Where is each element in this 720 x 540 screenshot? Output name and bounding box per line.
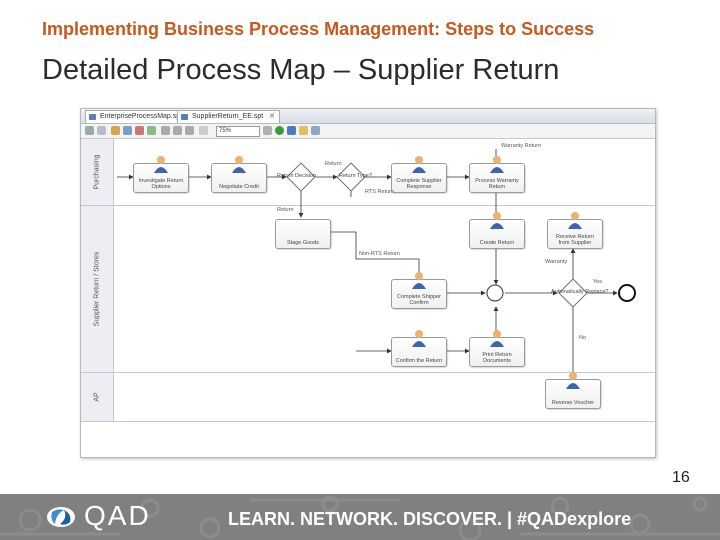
task-investigate-return[interactable]: Investigate Return Options <box>133 156 189 193</box>
process-canvas[interactable]: Purchasing Supplier Return / Stores AP <box>81 139 655 457</box>
gateway-return-decision[interactable] <box>286 162 316 192</box>
lane-header-purchasing: Purchasing <box>81 139 114 206</box>
task-complete-supplier-response[interactable]: Complete Supplier Response <box>391 156 447 193</box>
task-label: Create Return <box>479 240 515 246</box>
edge-label: No <box>579 335 587 341</box>
align-right-icon[interactable] <box>185 126 194 135</box>
user-task-icon <box>232 156 246 173</box>
intermediate-event[interactable] <box>486 284 504 302</box>
task-reverse-voucher[interactable]: Reverse Voucher <box>545 372 601 409</box>
lane-divider <box>113 421 655 422</box>
qad-brand: QAD <box>84 500 151 531</box>
flow <box>329 231 422 280</box>
process-file-icon <box>181 114 188 120</box>
slide-title: Detailed Process Map – Supplier Return <box>42 54 560 86</box>
process-editor-screenshot: EnterpriseProcessMap.spt SupplierReturn_… <box>80 108 656 458</box>
select-tool-icon[interactable] <box>85 126 94 135</box>
task-complete-shipper-confirm[interactable]: Complete Shipper Confirm <box>391 272 447 309</box>
zoom-select[interactable]: 75% <box>216 126 260 137</box>
edge-label: Return <box>277 207 294 213</box>
edge-label: Warranty Return <box>501 143 542 149</box>
gateway-return-type[interactable] <box>336 162 366 192</box>
lane-divider <box>113 205 655 206</box>
marquee-tool-icon[interactable] <box>97 126 106 135</box>
task-process-warranty-return[interactable]: Process Warranty Return <box>469 156 525 193</box>
task-label: Negotiate Credit <box>219 184 259 190</box>
task-label: Print Return Documents <box>482 352 512 364</box>
align-left-icon[interactable] <box>161 126 170 135</box>
task-print-return-documents[interactable]: Print Return Documents <box>469 330 525 367</box>
gateway-label: Return Decision <box>277 173 317 179</box>
settings-icon[interactable] <box>287 126 296 135</box>
footer-bar <box>0 494 720 540</box>
task-create-return[interactable]: Create Return <box>469 212 525 249</box>
properties-icon[interactable] <box>311 126 320 135</box>
qad-logo-icon <box>47 507 75 527</box>
task-confirm-the-return[interactable]: Confirm the Return <box>391 330 447 367</box>
footer-gears-pattern <box>0 495 720 540</box>
lane-header-ap: AP <box>81 373 114 422</box>
edge-label: Yes <box>593 279 602 285</box>
user-task-icon <box>566 372 580 389</box>
edge-label: Return <box>325 161 342 167</box>
validate-icon[interactable] <box>275 126 284 135</box>
slide-subtitle: Implementing Business Process Management… <box>42 19 595 39</box>
task-label: Confirm the Return <box>395 358 443 364</box>
zoom-icon[interactable] <box>199 126 208 135</box>
editor-toolbar: 75% <box>81 124 655 139</box>
task-label: Reverse Voucher <box>551 400 595 406</box>
tab-enterprise-process-map[interactable]: EnterpriseProcessMap.spt <box>85 110 188 123</box>
task-label: Receive Return from Supplier <box>556 234 594 246</box>
edge-label: Warranty <box>545 259 568 265</box>
event-tool-icon[interactable] <box>135 126 144 135</box>
user-task-icon <box>154 156 168 173</box>
task-label: Complete Supplier Response <box>396 178 442 190</box>
tab-label: EnterpriseProcessMap.spt <box>100 113 183 120</box>
task-label: Investigate Return Options <box>138 178 184 190</box>
editor-tab-bar: EnterpriseProcessMap.spt SupplierReturn_… <box>81 109 655 124</box>
task-label: Process Warranty Return <box>475 178 519 190</box>
edge-label: Non-RTS Return <box>359 251 400 257</box>
edge-label: RTS Return <box>365 189 394 195</box>
page-number: 16 <box>672 469 690 486</box>
tab-supplier-return[interactable]: SupplierReturn_EE.spt ✕ <box>177 110 281 123</box>
process-file-icon <box>89 114 96 120</box>
user-task-icon <box>412 272 426 289</box>
user-task-icon <box>490 156 504 173</box>
align-center-icon[interactable] <box>173 126 182 135</box>
user-task-icon <box>412 330 426 347</box>
task-stage-goods[interactable]: Stage Goods <box>275 219 331 249</box>
zoom-in-icon[interactable] <box>263 126 272 135</box>
task-label: Stage Goods <box>286 240 320 246</box>
lane-header-stores: Supplier Return / Stores <box>81 206 114 373</box>
task-tool-icon[interactable] <box>111 126 120 135</box>
task-label: Complete Shipper Confirm <box>396 294 442 306</box>
user-task-icon <box>412 156 426 173</box>
lane-divider <box>113 372 655 373</box>
user-task-icon <box>490 330 504 347</box>
task-receive-return[interactable]: Receive Return from Supplier <box>547 212 603 249</box>
tab-label: SupplierReturn_EE.spt <box>192 113 264 120</box>
close-icon[interactable]: ✕ <box>269 113 276 120</box>
export-icon[interactable] <box>299 126 308 135</box>
flow-tool-icon[interactable] <box>147 126 156 135</box>
gateway-tool-icon[interactable] <box>123 126 132 135</box>
user-task-icon <box>568 212 582 229</box>
user-task-icon <box>490 212 504 229</box>
end-event[interactable] <box>618 284 636 302</box>
footer-tagline: LEARN. NETWORK. DISCOVER. | #QADexplore <box>228 509 632 529</box>
gateway-label: Automatically Replace? <box>551 289 609 295</box>
gateway-label: Return Type? <box>339 173 372 179</box>
task-negotiate-credit[interactable]: Negotiate Credit <box>211 156 267 193</box>
gateway-auto-replace[interactable] <box>558 278 588 308</box>
